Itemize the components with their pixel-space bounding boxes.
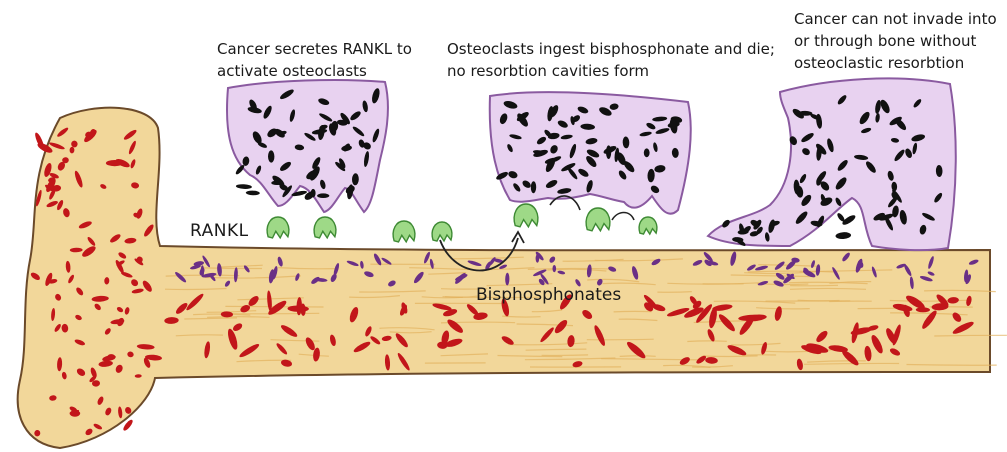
bisphosphonate-deposit (553, 265, 557, 272)
caption-line: activate osteoclasts (217, 60, 412, 82)
rankl-label: RANKL (190, 220, 249, 242)
osteoclast-dying (586, 208, 610, 231)
bone-streak (620, 356, 656, 357)
bisphosphonate-deposit (536, 254, 540, 262)
bisphosphonates-label: Bisphosphonates (476, 284, 621, 306)
bone-streak (614, 311, 652, 312)
tumor-cell (236, 184, 252, 189)
osteoclast (393, 221, 415, 242)
bone-streak (203, 268, 262, 269)
bone-streak (657, 292, 691, 293)
osteoclast-dead (639, 217, 657, 234)
osteoclast (267, 217, 289, 238)
tumor-cell (835, 232, 851, 240)
caption-line: Cancer secretes RANKL to (217, 38, 412, 60)
caption-line: no resorbtion cavities form (447, 60, 775, 82)
caption-rankl-secretion: Cancer secretes RANKL to activate osteoc… (217, 38, 412, 82)
bone-streak (542, 355, 589, 356)
bone-streak (907, 365, 997, 366)
osteoclast (314, 217, 336, 238)
bone-streak (798, 300, 840, 301)
uptake-arrowhead (512, 232, 524, 243)
bone-streak (687, 341, 727, 342)
caption-line: or through bone without (794, 30, 997, 52)
caption-line: Osteoclasts ingest bisphosphonate and di… (447, 38, 775, 60)
tumor-cell (246, 190, 260, 195)
marrow-cell (106, 160, 124, 166)
bone-streak (587, 339, 654, 340)
death-arrow-2 (612, 213, 634, 221)
osteoclast (432, 222, 452, 241)
caption-osteoclast-death: Osteoclasts ingest bisphosphonate and di… (447, 38, 775, 82)
osteoclast-ingesting (514, 204, 538, 227)
bone-streak (703, 356, 758, 357)
tumor-cell (317, 193, 329, 198)
caption-line: osteoclastic resorbtion (794, 52, 997, 74)
tumor-cell (644, 148, 650, 157)
caption-no-invasion: Cancer can not invade into or through bo… (794, 8, 997, 74)
caption-line: Cancer can not invade into (794, 8, 997, 30)
bone-streak (934, 335, 1007, 336)
